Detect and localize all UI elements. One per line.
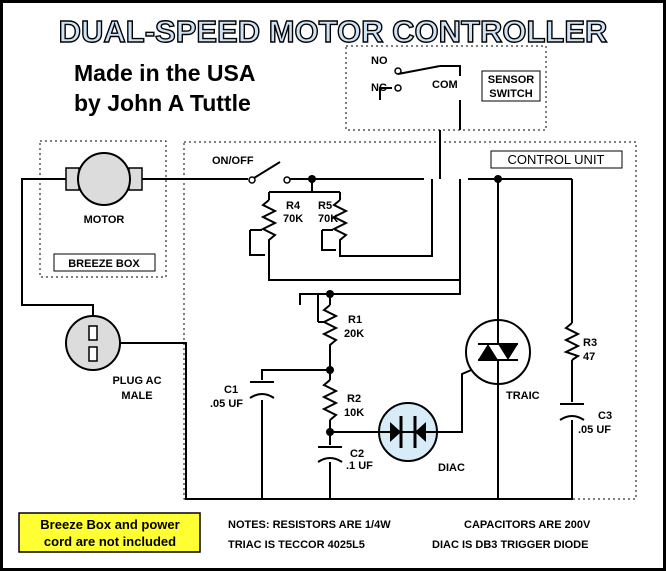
c2-name: C2 (350, 448, 364, 460)
plug-label-line1: PLUG AC (112, 375, 161, 387)
traic-label: TRAIC (506, 390, 540, 402)
wiring (21, 100, 573, 500)
r3-name: R3 (583, 337, 597, 349)
diac-symbol (378, 402, 438, 462)
sensor-switch-com: COM (432, 79, 458, 91)
not-included-note-box (18, 512, 201, 553)
sensor-switch-box (345, 45, 547, 131)
subtitle-line2: by John A Tuttle (74, 90, 251, 116)
notes-resistors: NOTES: RESISTORS ARE 1/4W (228, 519, 391, 531)
not-included-note-line2: cord are not included (44, 534, 176, 549)
r2-name: R2 (347, 393, 361, 405)
r5-name: R5 (318, 200, 332, 212)
r2-value: 10K (344, 407, 364, 419)
sensor-switch-label-line2: SWITCH (489, 88, 532, 100)
diac-label: DIAC (438, 462, 465, 474)
sensor-switch-symbol (379, 65, 461, 100)
sensor-switch-no: NO (371, 55, 388, 67)
traic-symbol (465, 319, 531, 385)
sensor-switch-nc: NC (371, 82, 387, 94)
motor-label: MOTOR (84, 214, 125, 226)
motor-symbol (65, 152, 143, 206)
c2-value: .1 UF (346, 460, 373, 472)
c1-value: .05 UF (210, 398, 243, 410)
r4-name: R4 (286, 200, 301, 212)
c3-value: .05 UF (578, 424, 611, 436)
sensor-switch-label-box (481, 70, 541, 102)
plug-symbol (65, 315, 121, 371)
sensor-switch-label-line1: SENSOR (488, 74, 535, 86)
breeze-box-label: BREEZE BOX (68, 258, 140, 270)
notes-triac: TRIAC IS TECCOR 4025L5 (228, 539, 365, 551)
breeze-box-boundary (39, 140, 167, 278)
resistor-r4-symbol (249, 199, 278, 256)
notes-diac: DIAC IS DB3 TRIGGER DIODE (432, 539, 588, 551)
r5-value: 70K (318, 213, 338, 225)
control-unit-label: CONTROL UNIT (507, 152, 604, 167)
plug-label-line2: MALE (121, 390, 152, 402)
junction-dots (308, 175, 502, 436)
diagram-title: DUAL-SPEED MOTOR CONTROLLER (59, 14, 608, 49)
not-included-note-line1: Breeze Box and power (40, 517, 179, 532)
resistor-r2-symbol (321, 379, 339, 421)
resistor-r5-symbol (321, 199, 349, 251)
c3-name: C3 (598, 410, 612, 422)
subtitle-line1: Made in the USA (74, 60, 255, 86)
r1-value: 20K (344, 328, 364, 340)
breeze-box-label-box (53, 253, 156, 272)
control-unit-label-box (490, 150, 623, 169)
on-off-label: ON/OFF (212, 155, 254, 167)
c1-name: C1 (224, 384, 238, 396)
capacitor-c1-symbol (249, 381, 275, 399)
capacitor-c2-symbol (317, 446, 343, 463)
notes-capacitors: CAPACITORS ARE 200V (464, 519, 591, 531)
resistor-r1-symbol (318, 304, 339, 350)
r3-value: 47 (583, 351, 595, 363)
r4-value: 70K (283, 213, 303, 225)
resistor-r3-symbol (563, 322, 581, 361)
capacitor-c3-symbol (559, 403, 585, 421)
r1-name: R1 (348, 314, 362, 326)
